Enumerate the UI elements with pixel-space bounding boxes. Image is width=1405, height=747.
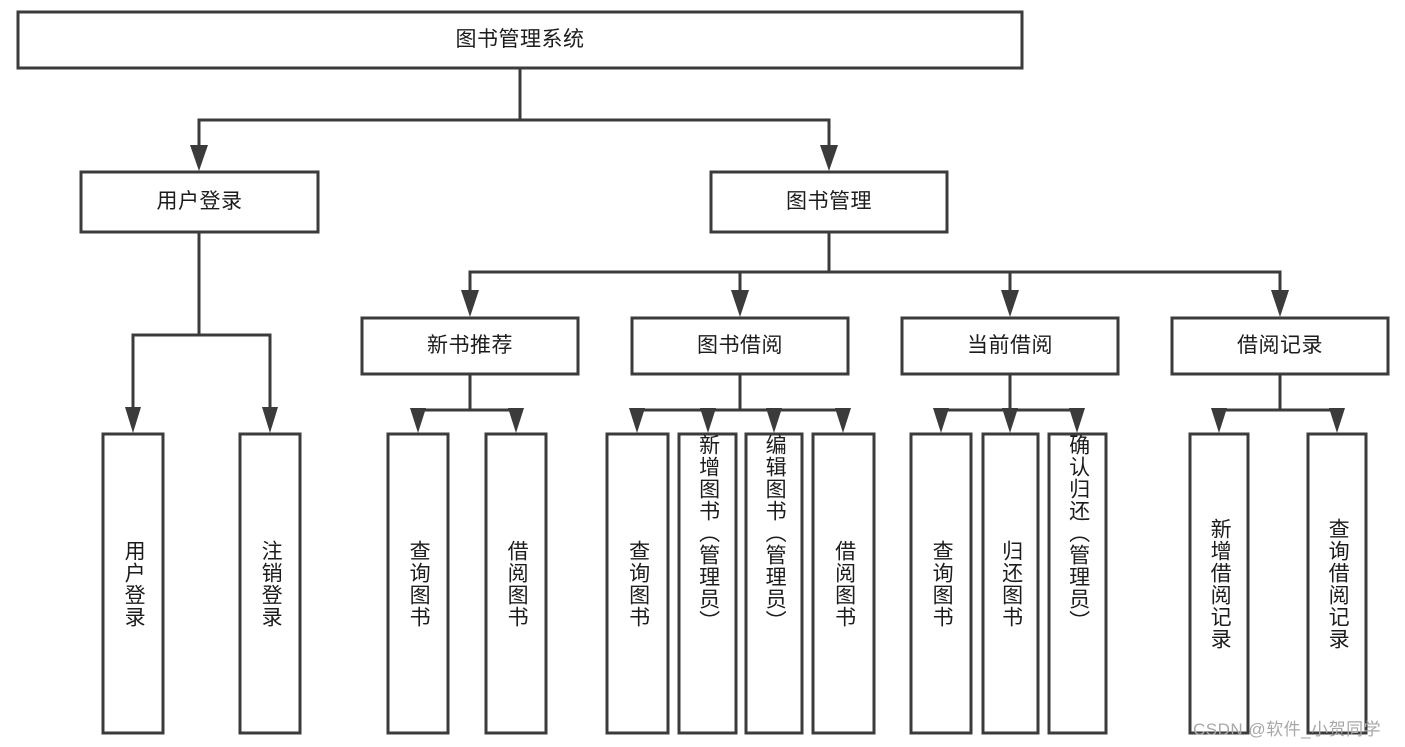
leaf-text-query-book-2: 查询图书 <box>626 539 650 628</box>
node-box-leaf-confirm-return[interactable] <box>1047 432 1108 735</box>
leaf-text-confirm-return: 确认归还（管理员） <box>1066 434 1090 632</box>
leaf-text-add-record: 新增借阅记录 <box>1208 517 1232 650</box>
arrow-head-leaf-query-book-1 <box>410 408 426 433</box>
node-label-current-borrow: 当前借阅 <box>967 334 1053 358</box>
node-box-root[interactable] <box>16 10 1024 70</box>
node-box-leaf-query-book-2[interactable] <box>605 432 670 735</box>
leaf-text-logout: 注销登录 <box>259 539 283 628</box>
node-label-leaf-logout: 注销登录 <box>240 434 300 733</box>
node-box-user-login[interactable] <box>79 170 320 234</box>
node-label-user-login: 用户登录 <box>156 190 243 214</box>
node-box-current-borrow[interactable] <box>900 316 1120 376</box>
node-label-leaf-add-record: 新增借阅记录 <box>1190 434 1248 733</box>
node-label-leaf-edit-book: 编辑图书（管理员） <box>746 434 802 733</box>
arrow-head-leaf-user-login <box>125 407 141 433</box>
node-box-leaf-add-book[interactable] <box>677 432 738 735</box>
leaf-text-user-login: 用户登录 <box>122 539 146 628</box>
node-label-leaf-query-book-3: 查询图书 <box>911 434 971 733</box>
leaf-text-edit-book: 编辑图书（管理员） <box>763 434 787 632</box>
arrow-head-new-book-recommend <box>461 290 479 317</box>
arrow-head-leaf-borrow-book-1 <box>508 408 524 433</box>
node-label-leaf-add-book: 新增图书（管理员） <box>679 434 736 733</box>
node-label-leaf-borrow-book-1: 借阅图书 <box>486 434 546 733</box>
node-label-leaf-confirm-return: 确认归还（管理员） <box>1049 434 1106 733</box>
node-label-leaf-query-record: 查询借阅记录 <box>1308 434 1366 733</box>
node-box-leaf-edit-book[interactable] <box>744 432 804 735</box>
node-label-book-borrow: 图书借阅 <box>697 334 783 358</box>
arrow-head-book-borrow <box>731 290 749 317</box>
arrow-head-book-management <box>820 145 838 171</box>
node-label-leaf-query-book-2: 查询图书 <box>607 434 668 733</box>
node-label-borrow-record: 借阅记录 <box>1237 334 1323 358</box>
leaf-text-add-book: 新增图书（管理员） <box>696 434 720 632</box>
leaf-text-query-book-1: 查询图书 <box>407 539 431 628</box>
arrow-head-leaf-add-record <box>1211 408 1227 433</box>
leaf-text-return-book: 归还图书 <box>999 539 1023 628</box>
arrow-head-leaf-add-book <box>700 408 716 433</box>
node-label-root: 图书管理系统 <box>455 28 585 52</box>
leaf-text-borrow-book-2: 借阅图书 <box>832 539 856 628</box>
node-box-leaf-query-book-1[interactable] <box>386 432 450 735</box>
node-box-leaf-borrow-book-1[interactable] <box>484 432 548 735</box>
leaf-text-query-record: 查询借阅记录 <box>1326 517 1350 650</box>
arrow-head-user-login <box>190 145 208 171</box>
node-box-leaf-borrow-book-2[interactable] <box>811 432 876 735</box>
arrow-head-leaf-edit-book <box>766 408 782 433</box>
node-label-new-book-recommend: 新书推荐 <box>427 334 513 358</box>
watermark-text: CSDN @软件_小贺同学 <box>1193 720 1382 739</box>
leaf-text-borrow-book-1: 借阅图书 <box>505 539 529 628</box>
node-box-leaf-query-record[interactable] <box>1306 432 1368 735</box>
arrow-head-leaf-query-record <box>1329 408 1345 433</box>
node-box-leaf-return-book[interactable] <box>981 432 1040 735</box>
arrow-head-leaf-query-book-3 <box>933 408 949 433</box>
node-box-leaf-add-record[interactable] <box>1188 432 1250 735</box>
arrow-head-current-borrow <box>1001 290 1019 317</box>
node-label-leaf-query-book-1: 查询图书 <box>388 434 448 733</box>
arrow-head-leaf-query-book-2 <box>629 408 645 433</box>
node-label-leaf-user-login: 用户登录 <box>103 434 163 733</box>
node-box-leaf-query-book-3[interactable] <box>909 432 973 735</box>
node-label-leaf-borrow-book-2: 借阅图书 <box>813 434 874 733</box>
node-box-leaf-user-login[interactable] <box>101 432 165 735</box>
node-label-book-management: 图书管理 <box>786 190 872 214</box>
leaf-text-query-book-3: 查询图书 <box>930 539 954 628</box>
arrow-head-leaf-logout <box>262 407 278 433</box>
arrow-head-leaf-borrow-book-2 <box>835 408 851 433</box>
node-box-new-book-recommend[interactable] <box>360 316 580 376</box>
node-label-leaf-return-book: 归还图书 <box>983 434 1038 733</box>
arrow-head-borrow-record <box>1271 290 1289 317</box>
arrow-head-leaf-return-book <box>1002 408 1018 433</box>
arrow-head-leaf-confirm-return <box>1069 408 1085 433</box>
node-box-leaf-logout[interactable] <box>238 432 302 735</box>
